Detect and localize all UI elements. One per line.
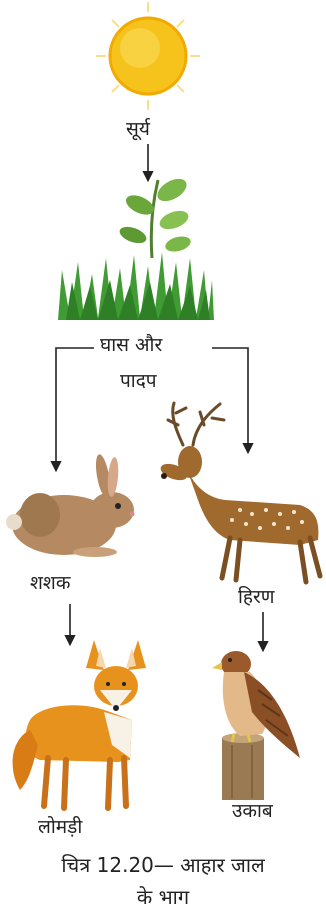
eagle-icon <box>212 651 300 800</box>
deer-icon <box>158 403 320 582</box>
fox-label: लोमड़ी <box>38 816 82 838</box>
grass-plant-icon <box>58 174 214 320</box>
grass-label-line2: पादप <box>120 370 157 392</box>
fox-icon <box>13 640 146 808</box>
sun-icon <box>96 2 200 110</box>
grass-label-line1: घास और <box>100 334 162 356</box>
arrow-grass-to-deer <box>212 348 248 452</box>
deer-label: हिरण <box>238 586 275 608</box>
sun-label: सूर्य <box>126 118 150 140</box>
figure-caption-line2: के भाग <box>0 884 326 910</box>
rabbit-label: शशक <box>30 572 70 594</box>
eagle-label: उकाब <box>232 800 273 822</box>
arrow-grass-to-rabbit <box>56 348 94 470</box>
rabbit-icon <box>6 453 135 557</box>
figure-caption-line1: चित्र 12.20— आहार जाल <box>0 852 326 878</box>
